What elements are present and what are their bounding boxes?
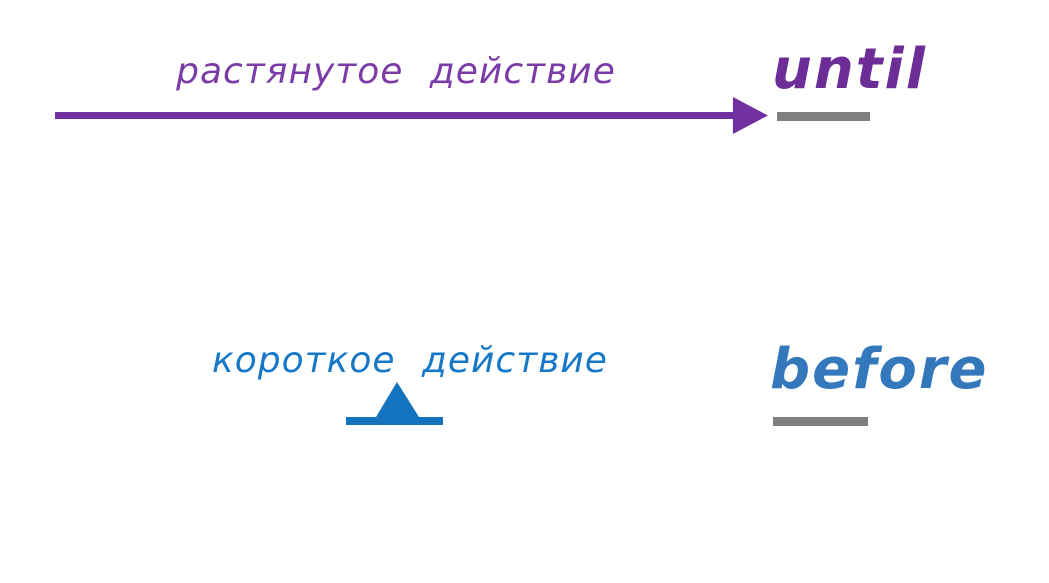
short-action-spike-icon (346, 382, 443, 425)
before-time-point-dash-icon (773, 417, 868, 426)
until-row-label: растянутое действие (176, 51, 616, 92)
stretched-action-arrow-icon (55, 97, 768, 134)
before-word: before (770, 337, 989, 402)
until-word: until (772, 37, 927, 102)
until-time-point-dash-icon (777, 112, 870, 121)
before-row-label: короткое действие (212, 340, 608, 381)
